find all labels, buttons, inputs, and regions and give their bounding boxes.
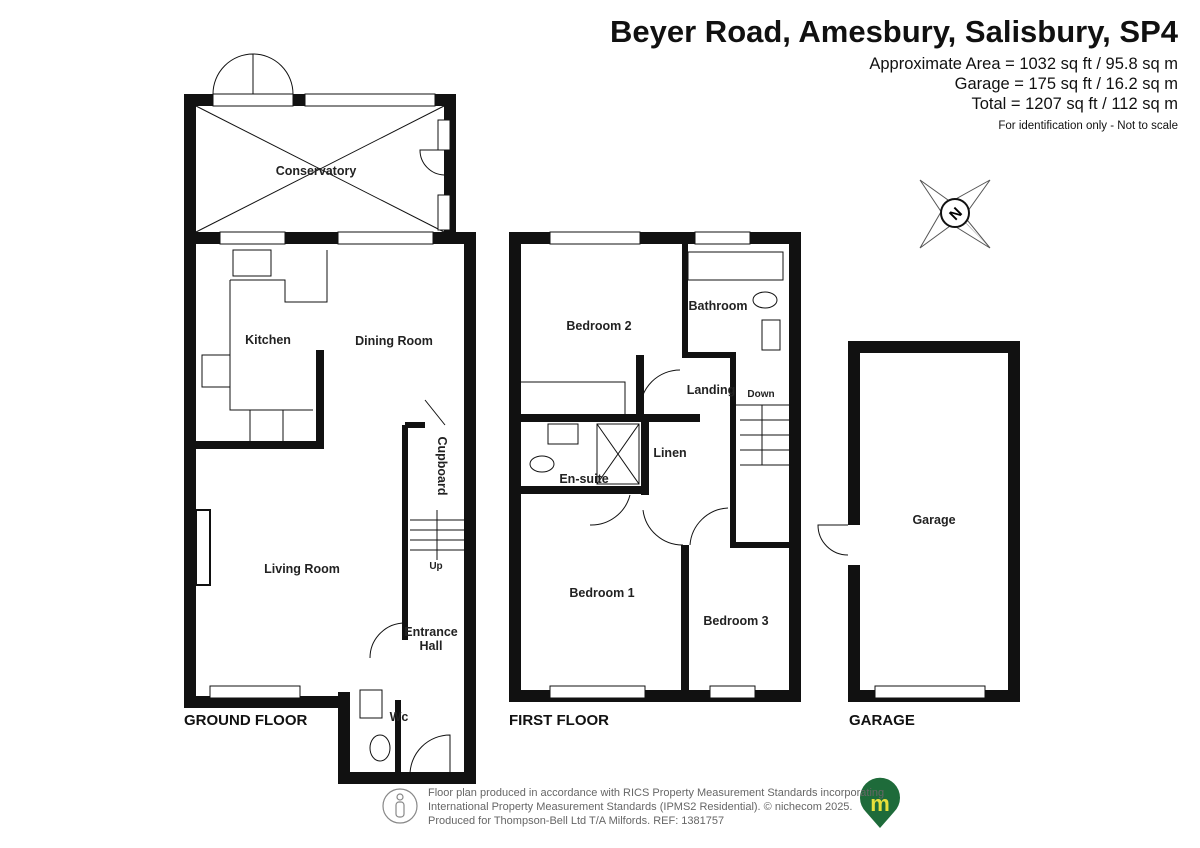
footer-line-3: Produced for Thompson-Bell Ltd T/A Milfo… (428, 815, 725, 827)
label-en-suite: En-suite (559, 472, 608, 486)
room-labels: Conservatory Kitchen Dining Room Cupboar… (184, 164, 956, 729)
first-floor-title: FIRST FLOOR (509, 712, 609, 729)
ground-floor-plan (184, 53, 476, 784)
person-icon (382, 788, 418, 824)
label-up: Up (429, 561, 442, 572)
garage-door (874, 685, 986, 699)
label-kitchen: Kitchen (245, 333, 291, 347)
logo-letter: m (870, 791, 890, 816)
scale-disclaimer: For identification only - Not to scale (998, 120, 1178, 132)
label-entrance: Entrance (404, 625, 458, 639)
compass: N (919, 179, 991, 249)
label-living-room: Living Room (264, 562, 340, 576)
label-bathroom: Bathroom (688, 299, 747, 313)
label-bedroom-3: Bedroom 3 (703, 614, 768, 628)
total-area: Total = 1207 sq ft / 112 sq m (971, 95, 1178, 113)
footer-line-1: Floor plan produced in accordance with R… (428, 787, 885, 799)
garage-area: Garage = 175 sq ft / 16.2 sq m (954, 75, 1178, 93)
nichecom-logo: m (859, 777, 900, 828)
window (209, 685, 301, 699)
label-garage: Garage (912, 513, 955, 527)
label-linen: Linen (653, 446, 686, 460)
footer-text: Floor plan produced in accordance with R… (428, 786, 884, 828)
label-dining-room: Dining Room (355, 334, 433, 348)
label-down: Down (747, 389, 774, 400)
kitchen-sink (232, 249, 272, 277)
shower (596, 423, 640, 485)
bath (687, 251, 784, 281)
fireplace (195, 509, 211, 586)
label-bedroom-2: Bedroom 2 (566, 319, 631, 333)
label-landing: Landing (687, 383, 736, 397)
label-conservatory: Conservatory (276, 164, 357, 178)
first-floor-plan (509, 231, 801, 702)
window (304, 93, 436, 107)
label-bedroom-1: Bedroom 1 (569, 586, 634, 600)
ground-floor-title: GROUND FLOOR (184, 712, 307, 729)
conservatory-doors (212, 93, 294, 107)
approximate-area: Approximate Area = 1032 sq ft / 95.8 sq … (869, 55, 1178, 73)
hob (201, 354, 231, 388)
label-hall: Hall (420, 639, 443, 653)
label-cupboard: Cupboard (435, 436, 449, 495)
property-title: Beyer Road, Amesbury, Salisbury, SP4 (610, 14, 1178, 49)
label-wc: Wc (390, 710, 409, 724)
garage-plan (817, 341, 1020, 702)
footer-line-2: International Property Measurement Stand… (428, 801, 853, 813)
garage-title: GARAGE (849, 712, 915, 729)
